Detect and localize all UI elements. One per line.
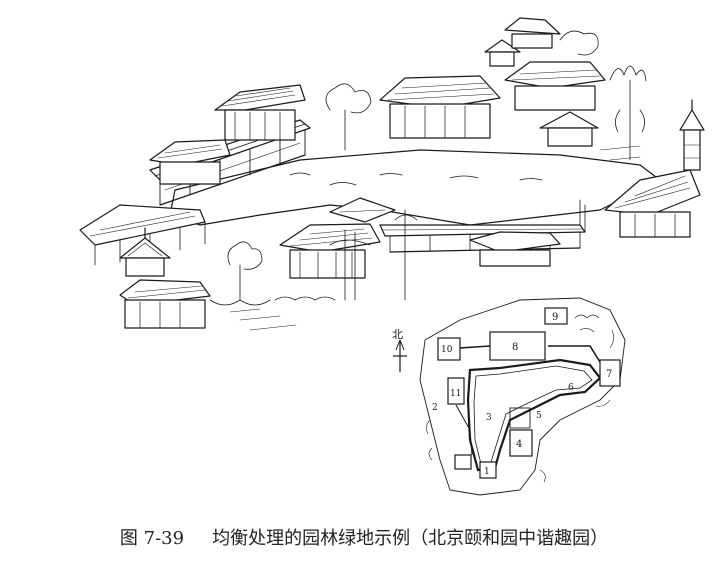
pond-outline xyxy=(169,149,661,226)
right-corridor xyxy=(379,199,586,253)
plan-number-9: 9 xyxy=(552,312,558,323)
plan-building-9 xyxy=(544,307,568,325)
front-center-hall xyxy=(279,223,381,279)
plan-building-7 xyxy=(599,359,621,387)
plan-number-10: 10 xyxy=(441,345,453,355)
plan-number-2: 2 xyxy=(432,403,438,413)
trees xyxy=(209,30,647,306)
top-back-hall xyxy=(504,17,561,49)
plan-number-4: 4 xyxy=(516,439,522,450)
ground-hatching xyxy=(229,145,641,331)
plan-building-4 xyxy=(509,429,533,457)
plan-building-11 xyxy=(447,377,465,405)
plan-number-11: 11 xyxy=(450,389,461,399)
plan-building-10 xyxy=(437,337,461,361)
garden-perspective-drawing: 北 8 9 10 11 7 6 5 4 3 2 1 xyxy=(79,17,705,496)
site-plan xyxy=(393,297,626,496)
plan-building-2 xyxy=(454,454,472,470)
back-right-pavilion xyxy=(539,111,599,147)
north-arrow xyxy=(393,339,407,372)
front-left-house xyxy=(119,279,211,329)
site-plan-labels: 北 8 9 10 11 7 6 5 4 3 2 1 xyxy=(392,312,612,477)
back-main-hall xyxy=(379,75,501,139)
left-mid-hall xyxy=(149,139,231,185)
north-label: 北 xyxy=(392,328,403,341)
figure-number: 图 7-39 xyxy=(119,528,185,549)
right-low-house xyxy=(469,231,561,267)
plan-number-3: 3 xyxy=(486,413,492,423)
plan-number-1: 1 xyxy=(484,467,490,477)
site-boundary xyxy=(419,297,626,496)
plan-building-8 xyxy=(489,331,546,361)
center-pavilion xyxy=(329,197,396,223)
plan-number-7: 7 xyxy=(606,369,612,380)
caption-text: 均衡处理的园林绿地示例（北京颐和园中谐趣园） xyxy=(212,528,609,549)
plan-number-6: 6 xyxy=(568,383,574,393)
back-left-hall xyxy=(214,84,306,141)
plan-number-5: 5 xyxy=(536,411,542,421)
figure-caption: 图 7-39 均衡处理的园林绿地示例（北京颐和园中谐趣园） xyxy=(0,522,728,556)
plan-building-1 xyxy=(479,461,497,479)
right-hall xyxy=(604,169,701,238)
front-left-pavilion xyxy=(119,227,171,277)
plan-number-8: 8 xyxy=(512,342,518,353)
plan-building-3 xyxy=(509,407,531,429)
top-small-pavilion xyxy=(484,39,521,67)
back-right-hall xyxy=(504,61,606,111)
right-pagoda xyxy=(679,99,705,171)
